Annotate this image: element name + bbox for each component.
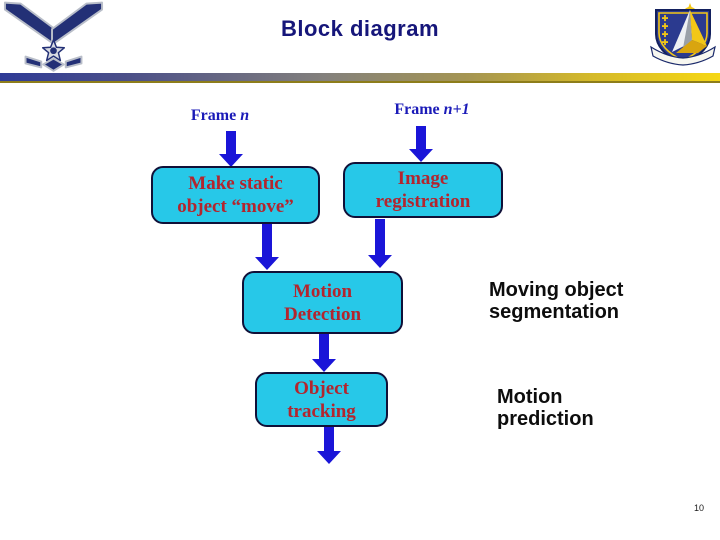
annotation-line: Motion <box>497 386 563 408</box>
box-line: object “move” <box>177 196 294 217</box>
box-line: Motion <box>292 280 353 302</box>
flow-arrow-tracking-output-icon <box>316 427 342 464</box>
annotation-motion-prediction: Motion prediction <box>497 386 594 430</box>
flow-arrow-motion-to-tracking-icon <box>311 334 337 372</box>
usaf-wings-logo-icon <box>3 1 104 72</box>
flow-arrow-frame-n1-icon <box>408 126 434 162</box>
flow-arrow-registration-to-motion-icon <box>367 219 393 268</box>
annotation-line: prediction <box>497 408 594 430</box>
box-motion-detection: Motion Detection <box>242 271 403 334</box>
page-title: Block diagram <box>280 16 440 41</box>
page-number: 10 <box>693 503 704 513</box>
box-line: Image <box>397 168 449 189</box>
box-line: Make static <box>188 173 283 194</box>
flow-arrow-make-static-to-motion-icon <box>254 224 280 270</box>
box-object-tracking: Object tracking <box>255 372 388 427</box>
header-divider-bar <box>0 73 720 83</box>
frame-label-prefix: Frame <box>394 101 440 118</box>
afrl-shield-logo-icon <box>650 3 716 66</box>
annotation-moving-object-segmentation: Moving object segmentation <box>489 279 623 323</box>
flow-arrow-frame-n-icon <box>218 131 244 167</box>
annotation-line: Moving object <box>489 279 624 301</box>
annotation-line: segmentation <box>489 301 620 323</box>
box-make-static-object-move: Make static object “move” <box>151 166 320 224</box>
box-line: Object <box>294 377 349 399</box>
box-line: tracking <box>287 400 356 422</box>
frame-label-prefix: Frame <box>190 107 237 124</box>
frame-label-variable: n <box>240 107 250 124</box>
box-image-registration: Image registration <box>343 162 503 218</box>
box-line: Detection <box>283 303 362 325</box>
frame-label-variable: n+1 <box>443 101 470 118</box>
box-line: registration <box>375 191 471 212</box>
